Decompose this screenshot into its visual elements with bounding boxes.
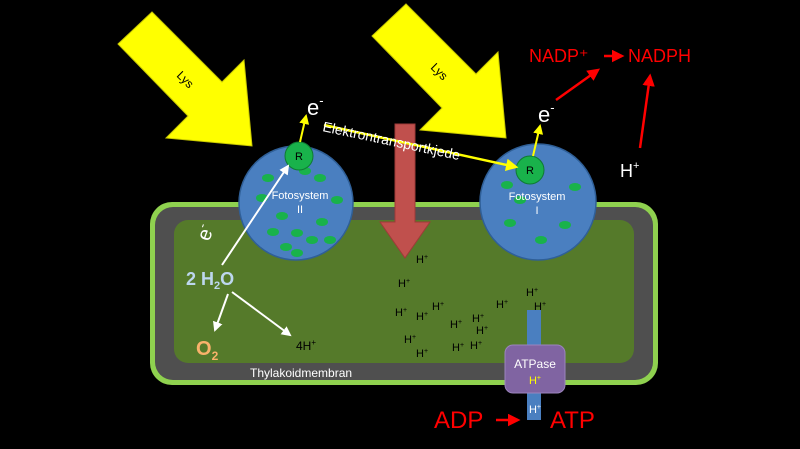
lumen-proton: H+ [416,254,428,266]
light-arrow-left: Lys [117,11,253,147]
lumen-proton: H+ [398,278,410,290]
ps1-label-line2: I [535,205,538,217]
water-to-oxygen-arrow [213,293,229,332]
lumen-proton: H+ [395,307,407,319]
lumen-proton: H+ [526,287,538,299]
membrane-label: Thylakoidmembran [250,366,352,380]
atpase-box [504,344,566,394]
lumen-proton: H+ [404,334,416,346]
ps2-label-line2: II [297,204,303,216]
ps2-reaction-center [284,141,314,171]
lumen-protons: H+H+H+H+H+H+H+H+H+H+H+H+H+H+H+ [395,254,546,360]
water-label: 2 H2O [186,269,234,292]
ps2-chlorophyll-dots [256,167,343,257]
ps1-reaction-center-label: R [526,165,534,177]
adp-label: ADP [434,407,483,434]
electron-ps1: e- [538,100,555,127]
ps2-label-line1: Fotosystem [272,190,329,202]
electron-to-nadp-arrow [555,68,601,102]
lumen-proton: H+ [470,340,482,352]
oxygen-label: O2 [196,338,219,363]
red-flow-arrow [379,123,431,259]
atp-label: ATP [550,407,595,434]
lumen-proton: H+ [452,342,464,354]
nadp-product: NADPH [628,46,691,66]
atpase-proton-out: H+ [529,404,541,416]
lumen-proton: H+ [432,301,444,313]
electron-ps2-arrow [299,114,310,143]
electron-transport-arrow [323,123,519,171]
light-arrow-right: Lys [371,3,507,139]
electron-ps1-arrow [532,124,544,157]
four-proton-label: 4H+ [296,338,316,353]
stroma-proton: H+ [620,160,639,181]
lumen-proton: H+ [472,313,484,325]
water-to-protons-arrow [231,291,292,337]
lumen-proton: H+ [450,319,462,331]
atpase-proton: H+ [529,375,541,387]
ps2-reaction-center-label: R [295,151,303,163]
ps1-label-line1: Fotosystem [509,191,566,203]
proton-to-nadph-arrow [638,73,655,149]
electron-ps2: e- [307,93,324,120]
lumen-proton: H+ [416,348,428,360]
nadp-reactant: NADP⁺ [529,46,589,66]
photosystem-1 [479,143,597,261]
lumen-proton: H+ [476,325,488,337]
lumen-proton: H+ [534,301,546,313]
ps1-chlorophyll-dots [501,181,581,244]
lumen-proton: H+ [496,299,508,311]
water-to-ps2-arrow [221,164,290,266]
atpase-label: ATPase [514,357,556,371]
lumen-proton: H+ [416,311,428,323]
